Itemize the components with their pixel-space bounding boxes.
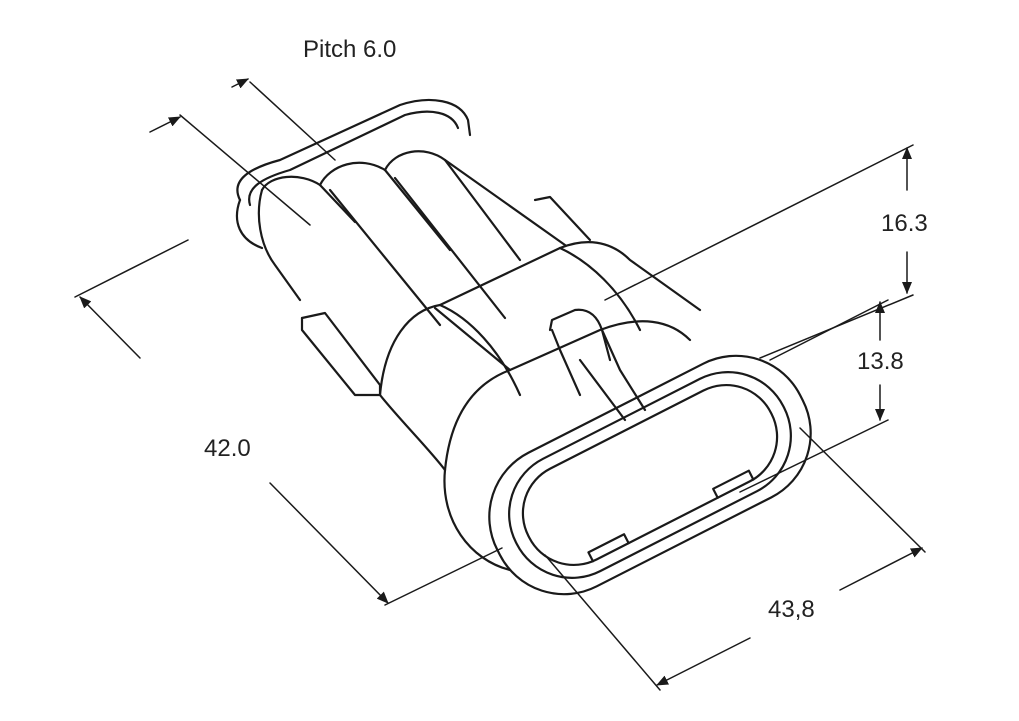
front-side	[443, 468, 512, 572]
main-housing	[378, 241, 702, 472]
height-outer-label: 16.3	[881, 210, 928, 237]
rear-flange	[235, 98, 472, 250]
front-face	[488, 354, 812, 596]
height-inner-dimension	[739, 299, 889, 493]
side-latch	[300, 195, 592, 397]
height-inner-label: 13.8	[857, 348, 904, 375]
top-latch	[548, 308, 647, 422]
length-label: 42.0	[204, 435, 251, 462]
width-label: 43,8	[768, 596, 815, 623]
pitch-dimension	[149, 78, 336, 226]
width-dimension	[544, 427, 926, 691]
length-dimension	[74, 239, 503, 606]
rear-cylinders	[257, 150, 567, 327]
pitch-label: Pitch 6.0	[303, 36, 397, 63]
height-outer-dimension	[604, 144, 914, 359]
